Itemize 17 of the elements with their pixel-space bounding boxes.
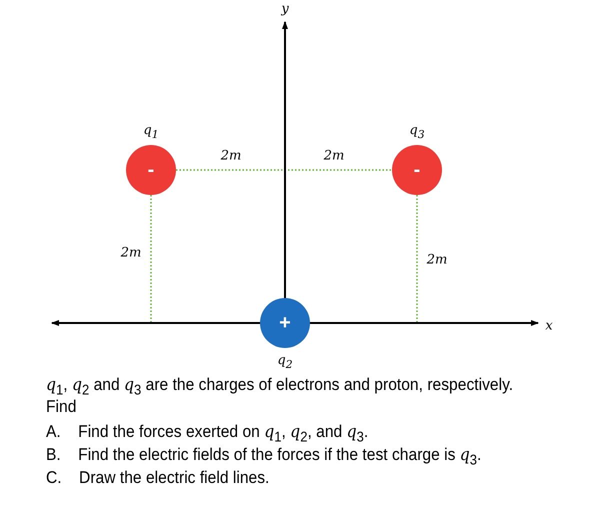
dimension-label: 2m xyxy=(324,148,344,164)
dimension-label: 2m xyxy=(426,252,448,268)
positive-charge: + xyxy=(260,298,310,348)
charge-label: q$_{2}$ xyxy=(277,353,293,371)
axis-label: y xyxy=(281,2,289,16)
charge-label: q$_{3}$ xyxy=(409,123,425,141)
axis-label: x xyxy=(545,318,553,334)
negative-charge: - xyxy=(126,145,176,195)
problem-statement: q$_{1}$, q$_{2}$ and q$_{3}$ are the charges of electrons and proton, respectively. xyxy=(46,375,514,398)
negative-charge: - xyxy=(392,145,442,195)
question-text: B. Find the electric fields of the forces if the test charge is q$_{3}$. xyxy=(46,445,482,468)
dimension-label: 2m xyxy=(220,148,242,164)
charge-label: q$_{1}$ xyxy=(143,123,159,141)
instruction-text: Find xyxy=(46,397,76,417)
dimension-label: 2m xyxy=(120,246,142,260)
question-text: A. Find the forces exerted on q$_{1}$, q$_{2}$, and q$_{3}$. xyxy=(46,422,368,446)
question-text: C. Draw the electric field lines. xyxy=(46,468,270,488)
